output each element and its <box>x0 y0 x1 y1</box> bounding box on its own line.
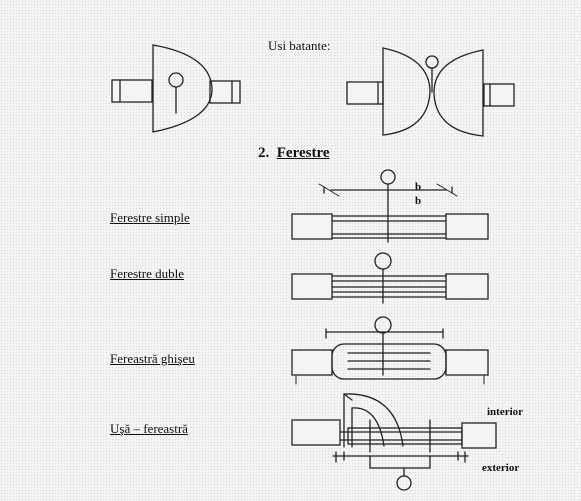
wall-left <box>291 213 333 240</box>
left-door-leaf <box>382 47 431 136</box>
label-usa-fereastra: Uşă – fereastră <box>110 421 188 436</box>
handle-circle <box>374 252 392 270</box>
wall-left <box>291 349 333 376</box>
wall-left <box>291 273 333 300</box>
wall-left <box>111 79 153 103</box>
right-door-leaf <box>433 49 484 137</box>
double-window-drawing <box>291 252 489 304</box>
doors-section-title: Usi batante: <box>268 38 331 53</box>
handle-circle <box>374 316 392 334</box>
door-leaf-arc <box>152 44 213 133</box>
door-handle-circle <box>425 55 439 69</box>
windows-section-heading: 2. Ferestre <box>258 145 330 162</box>
hatch-window-drawing <box>291 316 489 385</box>
dimension-b-bottom: b <box>415 195 422 207</box>
wall-right <box>483 83 515 107</box>
door-window-drawing <box>291 393 497 491</box>
wall-right <box>445 213 489 240</box>
door-handle-circle <box>168 72 184 88</box>
wall-left <box>291 419 341 446</box>
wall-right <box>461 422 497 449</box>
label-fereastra-ghiseu: Fereastră ghişeu <box>110 351 195 366</box>
section-title: Ferestre <box>276 145 330 161</box>
exterior-label: exterior <box>482 462 520 474</box>
hatch-frame <box>331 343 447 380</box>
interior-label: interior <box>487 406 524 418</box>
handle-circle <box>380 169 396 185</box>
section-number: 2. <box>258 145 270 161</box>
wall-right <box>209 80 241 104</box>
door-leaf-arc <box>343 393 404 448</box>
wall-right <box>445 349 489 376</box>
double-swing-door-drawing <box>346 47 515 137</box>
dimension-b-top: b <box>415 181 422 193</box>
label-ferestre-simple: Ferestre simple <box>110 210 190 225</box>
wall-right <box>445 273 489 300</box>
label-ferestre-duble: Ferestre duble <box>110 266 185 281</box>
single-swing-door-drawing <box>111 44 241 133</box>
handle-circle <box>396 475 412 491</box>
simple-window-drawing <box>291 169 489 243</box>
